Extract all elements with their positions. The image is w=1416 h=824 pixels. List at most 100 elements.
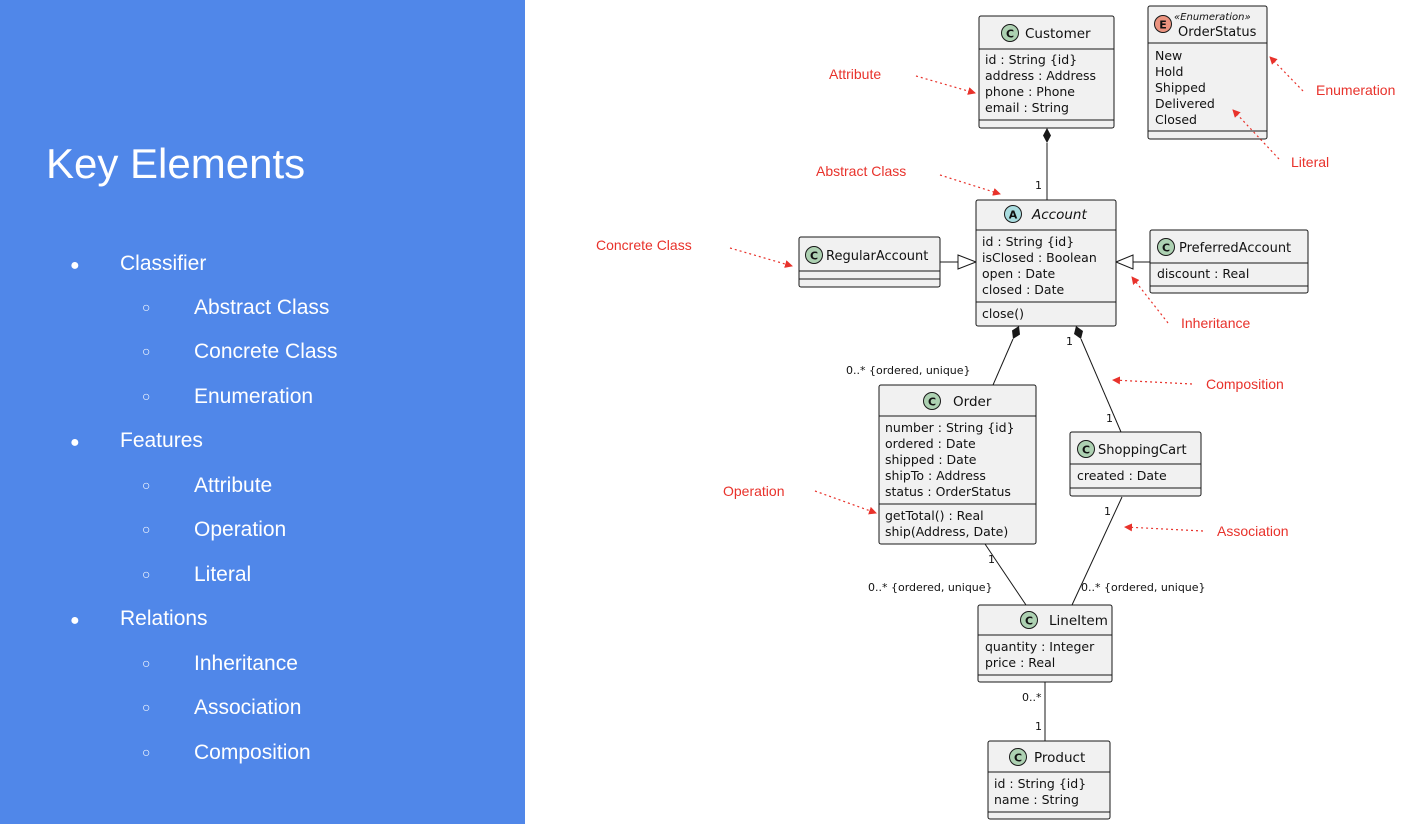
multiplicity-label: 0..* {ordered, unique} (868, 581, 993, 594)
attribute: open : Date (982, 266, 1056, 281)
class-customer: C Customer id : String {id} address : Ad… (978, 15, 1115, 129)
composition-diamond-icon (1043, 128, 1051, 143)
class-icon (1157, 238, 1175, 256)
attribute: id : String {id} (985, 52, 1077, 67)
outline-item-classifier: Classifier (120, 252, 207, 275)
outline-subitem-enumeration: Enumeration (194, 385, 314, 408)
annotation-arrow (1124, 523, 1204, 532)
class-icon (805, 246, 823, 264)
class-regular-account: C RegularAccount (798, 236, 941, 288)
literal: Hold (1155, 64, 1183, 79)
annotation-operation: Operation (723, 483, 784, 499)
bullet-circle-icon: ○ (142, 744, 151, 760)
bullet-circle-icon: ○ (142, 299, 151, 315)
outline-item-features: Features (120, 429, 203, 452)
attribute: status : OrderStatus (885, 484, 1011, 499)
literal: Delivered (1155, 96, 1215, 111)
outline-subitem-composition: Composition (194, 741, 311, 764)
annotation-enumeration: Enumeration (1316, 82, 1395, 98)
multiplicity-label: 0..* {ordered, unique} (846, 364, 971, 377)
class-account: A Account id : String {id} isClosed : Bo… (975, 199, 1117, 327)
class-icon (1077, 440, 1095, 458)
literal: Closed (1155, 112, 1197, 127)
bullet-circle-icon: ○ (142, 699, 151, 715)
class-icon-letter: C (1006, 28, 1014, 41)
bullet-dot-icon: ● (70, 612, 80, 629)
class-product: C Product id : String {id} name : String (987, 740, 1111, 820)
stereotype: «Enumeration» (1174, 12, 1251, 23)
attribute: name : String (994, 792, 1079, 807)
bullet-circle-icon: ○ (142, 388, 151, 404)
class-name: PreferredAccount (1179, 241, 1291, 256)
outline-subitem-inheritance: Inheritance (194, 652, 298, 675)
bullet-circle-icon: ○ (142, 477, 151, 493)
annotation-arrow (915, 75, 976, 95)
composition-diamond-icon (1012, 326, 1020, 339)
multiplicity-label: 1 (1035, 720, 1042, 733)
attribute: number : String {id} (885, 420, 1015, 435)
class-name: OrderStatus (1178, 25, 1257, 40)
annotation-arrow (814, 490, 877, 515)
class-order: C Order number : String {id} ordered : D… (878, 384, 1037, 545)
multiplicity-label: 1 (1035, 179, 1042, 192)
relation-lines (940, 128, 1150, 741)
class-preferred-account: C PreferredAccount discount : Real (1149, 229, 1309, 294)
slide-panel: Key Elements ● Classifier ○ Abstract Cla… (0, 0, 525, 824)
annotation-arrow (1232, 109, 1280, 160)
class-icon-letter: C (1162, 242, 1170, 255)
annotation-attribute: Attribute (829, 66, 881, 82)
attribute: id : String {id} (994, 776, 1086, 791)
class-name: ShoppingCart (1098, 443, 1187, 458)
inheritance-triangle-icon (957, 254, 978, 270)
class-icon-letter: C (810, 250, 818, 263)
multiplicity-label: 1 (1104, 505, 1111, 518)
attribute: ordered : Date (885, 436, 976, 451)
attribute: discount : Real (1157, 266, 1249, 281)
association-cart-lineitem-line (1071, 496, 1123, 606)
bullet-circle-icon: ○ (142, 521, 151, 537)
slide-title: Key Elements (46, 140, 306, 187)
outline-subitem-concrete-class: Concrete Class (194, 340, 338, 363)
attribute: id : String {id} (982, 234, 1074, 249)
class-name: Customer (1025, 26, 1091, 42)
attribute: isClosed : Boolean (982, 250, 1097, 265)
class-icon (923, 392, 941, 410)
attribute: created : Date (1077, 468, 1167, 483)
multiplicity-label: 1 (1066, 335, 1073, 348)
outline-subitem-attribute: Attribute (194, 474, 273, 497)
attribute: phone : Phone (985, 84, 1075, 99)
bullet-circle-icon: ○ (142, 566, 151, 582)
composition-diamond-icon (1074, 326, 1083, 339)
outline-item-relations: Relations (120, 607, 208, 630)
class-shopping-cart: C ShoppingCart created : Date (1069, 431, 1202, 497)
composition-account-cart-line (1080, 338, 1122, 433)
multiplicity-labels: 1 0..* {ordered, unique} 1 1 1 0..* {ord… (846, 179, 1206, 733)
annotation-literal: Literal (1291, 154, 1329, 170)
class-name: Account (1031, 207, 1087, 223)
class-name: Order (953, 394, 992, 410)
annotation-concrete-class: Concrete Class (596, 237, 692, 253)
outline-subitem-literal: Literal (194, 563, 252, 586)
class-icon (1009, 748, 1027, 766)
composition-account-order-line (992, 338, 1014, 386)
class-name: LineItem (1049, 613, 1108, 629)
class-name: Product (1034, 750, 1085, 766)
annotation-composition: Composition (1206, 376, 1284, 392)
annotation-arrow (1112, 376, 1193, 385)
abstract-class-icon (1004, 205, 1022, 223)
enum-icon-letter: E (1159, 19, 1167, 32)
inheritance-triangle-icon (1114, 254, 1134, 270)
attribute: quantity : Integer (985, 639, 1095, 654)
annotation-arrow (729, 247, 793, 268)
literal: New (1155, 48, 1182, 63)
outline-subitem-association: Association (194, 696, 302, 719)
operation: ship(Address, Date) (885, 524, 1008, 539)
class-icon-letter: A (1009, 209, 1018, 222)
bullet-circle-icon: ○ (142, 343, 151, 359)
class-name: RegularAccount (826, 249, 928, 264)
class-icon-letter: C (928, 396, 936, 409)
multiplicity-label: 0..* {ordered, unique} (1081, 581, 1206, 594)
attribute: shipTo : Address (885, 468, 986, 483)
class-icon-letter: C (1014, 752, 1022, 765)
